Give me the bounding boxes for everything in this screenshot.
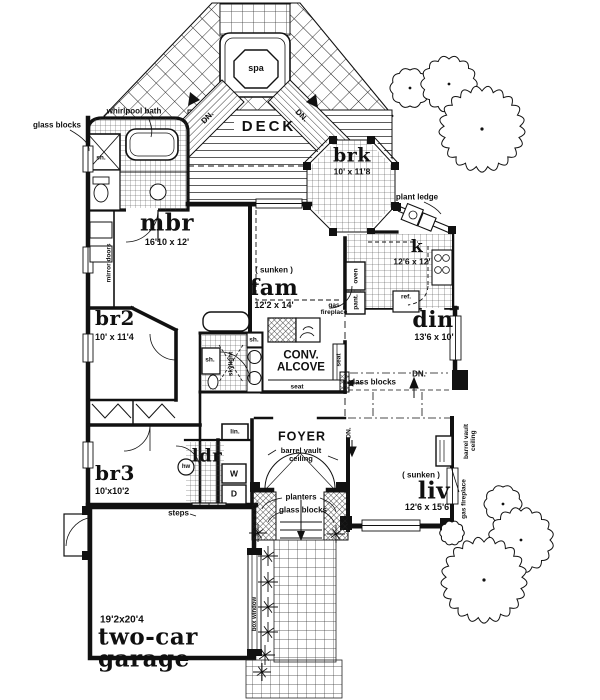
washer bbox=[221, 463, 247, 484]
toilet bbox=[93, 183, 109, 203]
hot-water-tank bbox=[177, 458, 195, 476]
vanity-sink bbox=[149, 183, 167, 201]
bedroom-closets bbox=[91, 400, 176, 425]
box-window bbox=[247, 548, 262, 656]
doors bbox=[123, 285, 353, 471]
kitchen-sink bbox=[400, 202, 437, 232]
fridge bbox=[392, 290, 420, 313]
trees bbox=[389, 55, 554, 624]
pantry bbox=[345, 291, 366, 315]
front-walk-flare bbox=[245, 659, 343, 699]
whirlpool-tub bbox=[125, 128, 179, 161]
entry-doors bbox=[264, 310, 346, 491]
planter-left bbox=[251, 491, 277, 541]
leader-lines bbox=[69, 116, 442, 517]
main-bath bbox=[201, 311, 263, 393]
spa-tub bbox=[233, 49, 279, 89]
windows bbox=[82, 145, 462, 532]
shower-3 bbox=[246, 332, 263, 348]
bath-tub bbox=[202, 311, 250, 332]
spa-platform bbox=[219, 3, 291, 98]
garage-area bbox=[63, 504, 262, 661]
tree-centers bbox=[408, 82, 523, 582]
dryer bbox=[221, 484, 247, 505]
family-room bbox=[255, 210, 340, 343]
breakfast-nook bbox=[303, 136, 399, 236]
side-gate bbox=[63, 506, 91, 560]
glass-block-pier bbox=[339, 371, 350, 393]
cooktop bbox=[431, 249, 453, 286]
star-plants bbox=[249, 524, 345, 681]
master-bath bbox=[86, 116, 190, 243]
shower-2 bbox=[201, 347, 221, 375]
mbr-closet bbox=[89, 210, 115, 308]
alcove-seat bbox=[268, 343, 346, 381]
gas-fireplace-liv bbox=[435, 435, 460, 493]
front-walk bbox=[273, 539, 337, 663]
kitchen-area bbox=[345, 202, 453, 315]
oven bbox=[345, 261, 366, 291]
patio-lines bbox=[347, 372, 452, 458]
gas-fireplace-fam bbox=[267, 317, 321, 343]
